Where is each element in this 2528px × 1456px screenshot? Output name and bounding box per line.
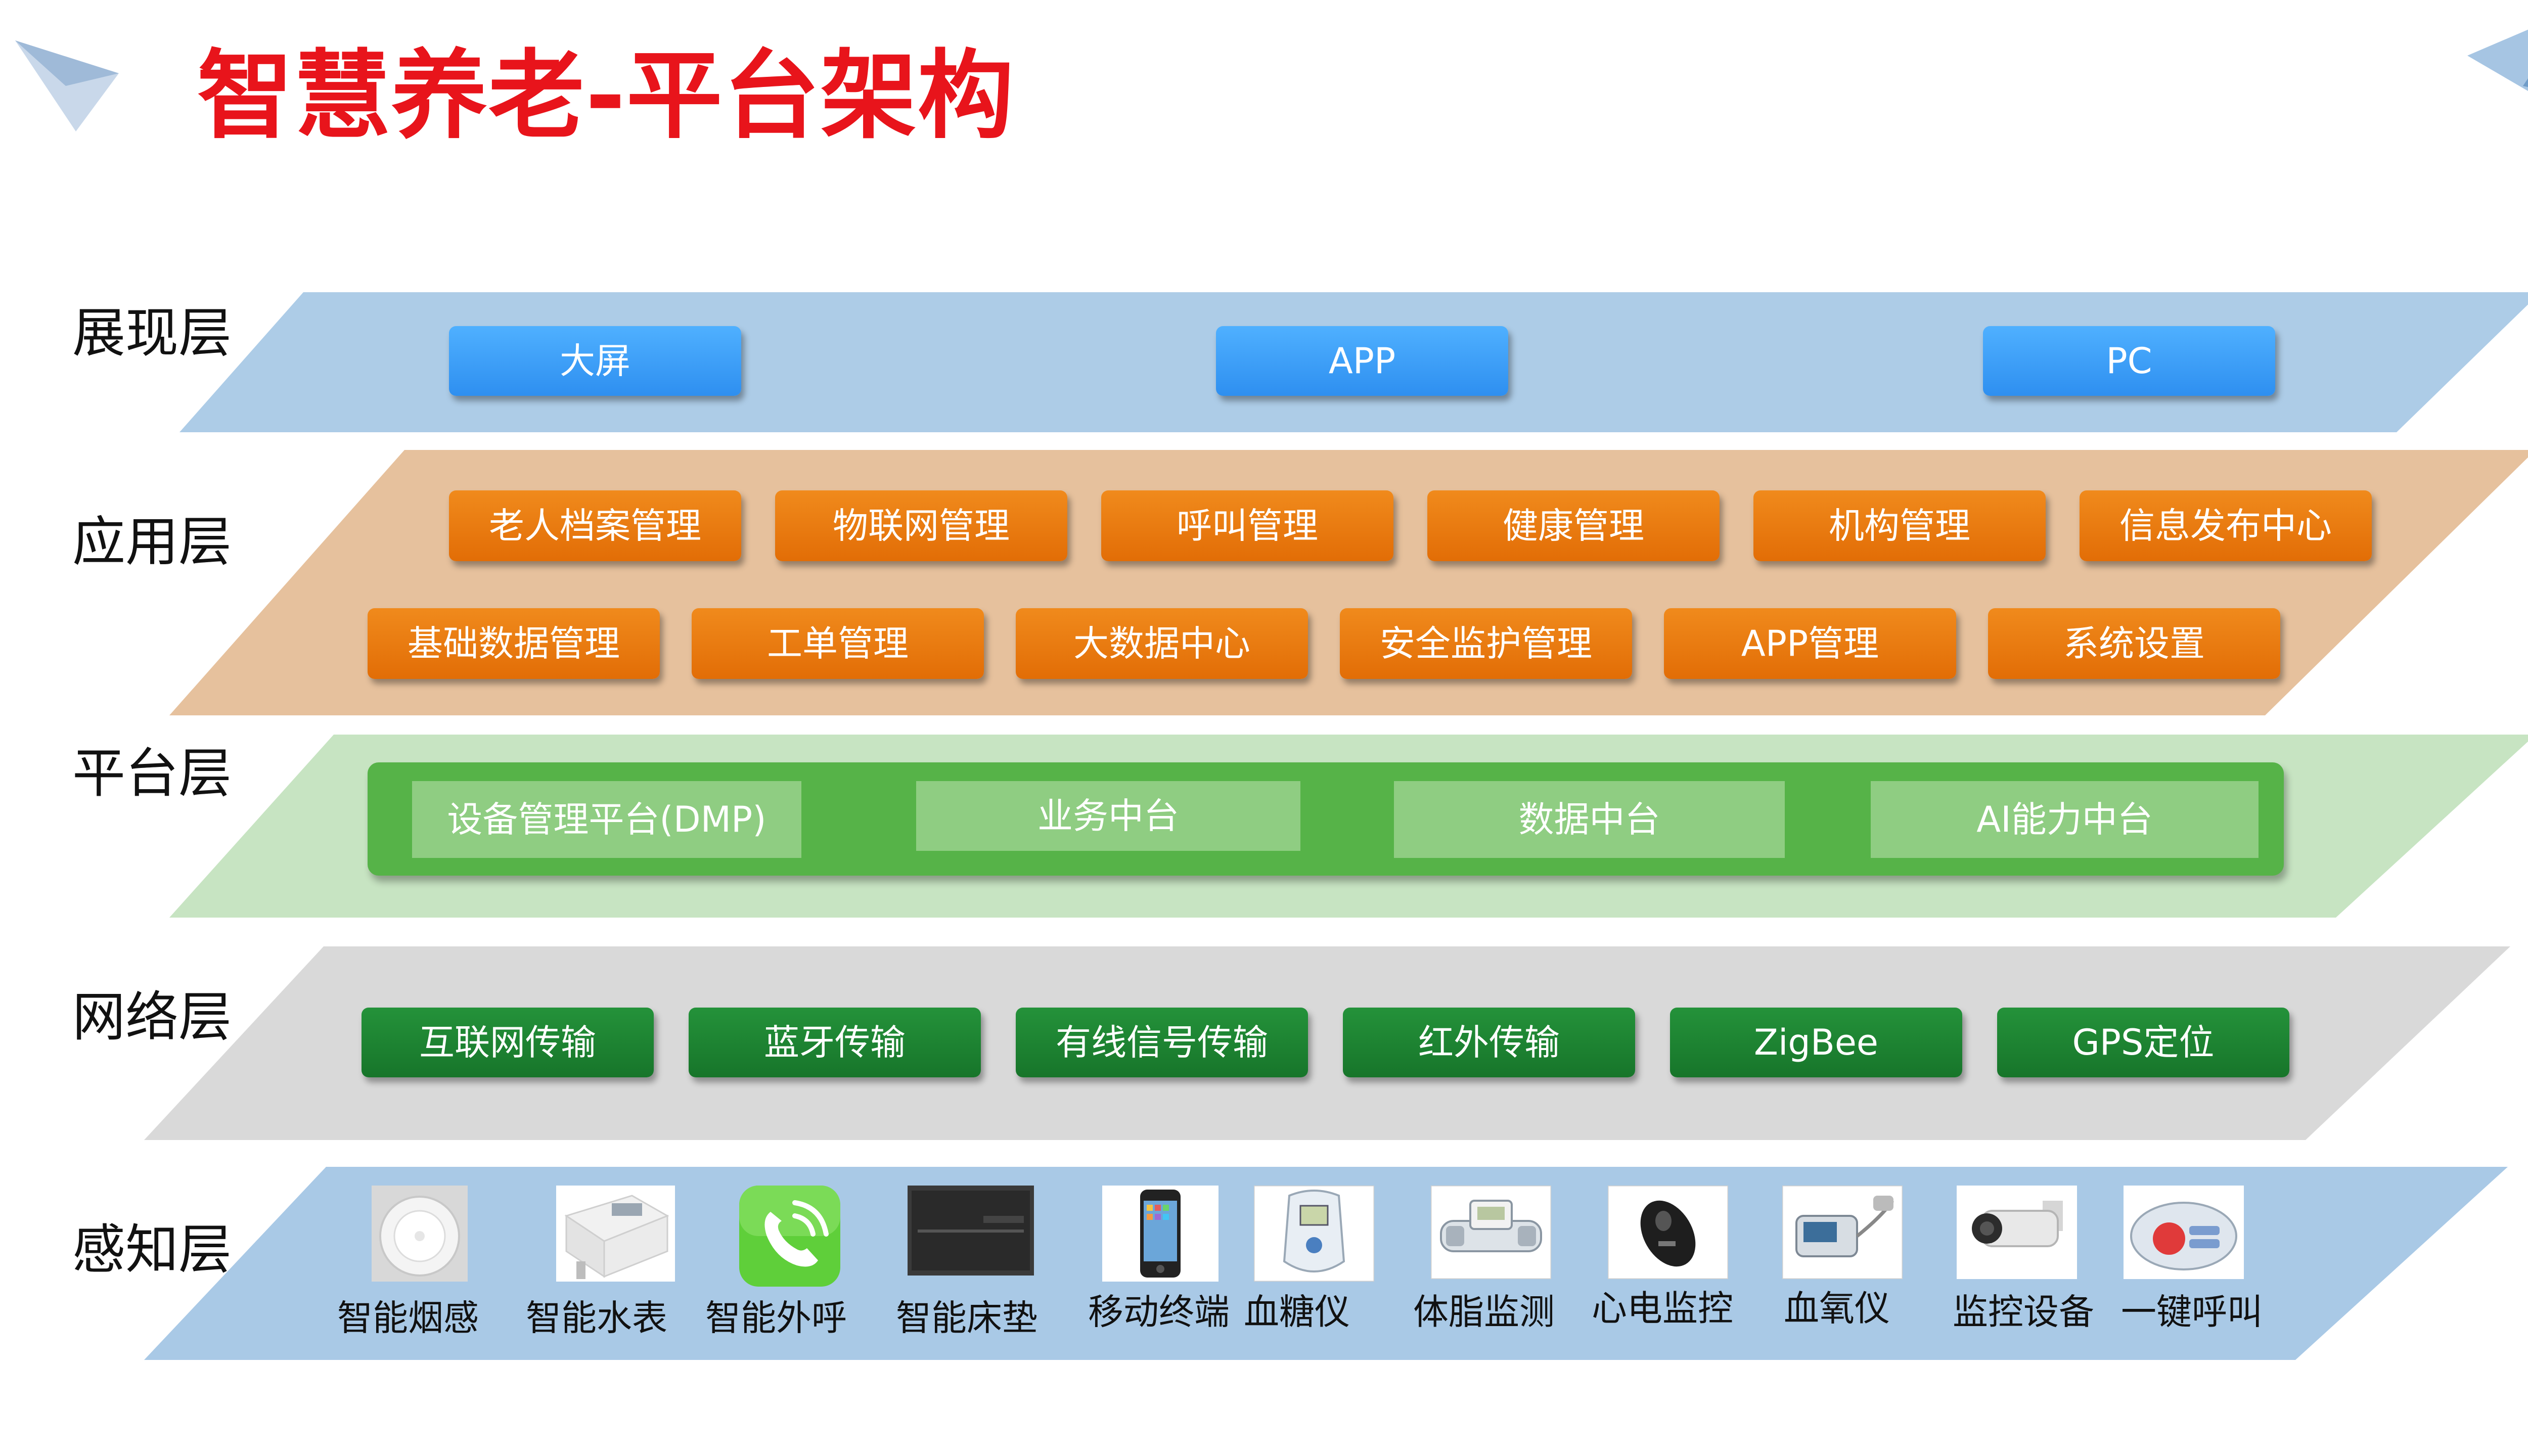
call-button-icon — [2124, 1186, 2244, 1279]
network-item-gps[interactable]: GPS定位 — [1997, 1008, 2289, 1077]
layer-label-network: 网络层 — [72, 986, 232, 1048]
app-item-big-data-center[interactable]: 大数据中心 — [1016, 608, 1308, 679]
ecg-monitor-icon — [1608, 1186, 1728, 1279]
platform-item-ai-center[interactable]: AI能力中台 — [1871, 781, 2259, 858]
device-label-call-button: 一键呼叫 — [2121, 1291, 2263, 1333]
network-item-wired[interactable]: 有线信号传输 — [1016, 1008, 1308, 1077]
body-fat-scale-icon — [1431, 1186, 1551, 1279]
device-label-camera: 监控设备 — [1953, 1291, 2094, 1333]
display-item-app[interactable]: APP — [1216, 326, 1508, 396]
water-meter-icon — [556, 1186, 675, 1282]
network-item-bluetooth[interactable]: 蓝牙传输 — [689, 1008, 981, 1077]
device-label-mattress: 智能床垫 — [896, 1297, 1037, 1339]
platform-item-data-center[interactable]: 数据中台 — [1394, 781, 1785, 858]
device-label-mobile: 移动终端 — [1088, 1291, 1230, 1333]
smoke-detector-icon — [372, 1186, 468, 1282]
app-item-call-management[interactable]: 呼叫管理 — [1101, 490, 1393, 561]
device-label-phone-call: 智能外呼 — [705, 1297, 847, 1339]
device-label-ecg: 心电监控 — [1592, 1288, 1733, 1329]
layer-label-sensing: 感知层 — [72, 1219, 232, 1281]
mobile-phone-icon — [1102, 1186, 1218, 1282]
layer-label-application: 应用层 — [72, 511, 232, 573]
layer-label-platform: 平台层 — [72, 743, 232, 804]
phone-call-icon — [739, 1186, 840, 1287]
platform-item-business-center[interactable]: 业务中台 — [916, 781, 1300, 851]
security-camera-icon — [1957, 1186, 2077, 1279]
app-item-iot-management[interactable]: 物联网管理 — [775, 490, 1067, 561]
display-item-big-screen[interactable]: 大屏 — [449, 326, 741, 396]
device-label-smoke: 智能烟感 — [337, 1297, 479, 1339]
app-item-institution-management[interactable]: 机构管理 — [1753, 490, 2046, 561]
mattress-icon — [908, 1186, 1034, 1276]
oximeter-icon — [1782, 1186, 1903, 1279]
glucose-meter-icon — [1254, 1186, 1374, 1282]
network-layer-band — [144, 946, 2510, 1140]
device-label-body-fat: 体脂监测 — [1413, 1291, 1555, 1333]
app-item-work-order[interactable]: 工单管理 — [692, 608, 984, 679]
paper-plane-decoration-right — [2467, 29, 2528, 91]
device-label-glucose: 血糖仪 — [1244, 1291, 1350, 1333]
device-label-water-meter: 智能水表 — [526, 1297, 667, 1339]
paper-plane-decoration-left — [15, 40, 119, 131]
layer-label-display: 展现层 — [72, 302, 232, 364]
display-item-pc[interactable]: PC — [1983, 326, 2275, 396]
app-item-safety-monitoring[interactable]: 安全监护管理 — [1340, 608, 1632, 679]
app-item-health-management[interactable]: 健康管理 — [1427, 490, 1720, 561]
app-item-system-settings[interactable]: 系统设置 — [1988, 608, 2280, 679]
app-item-app-management[interactable]: APP管理 — [1664, 608, 1956, 679]
network-item-infrared[interactable]: 红外传输 — [1343, 1008, 1635, 1077]
network-item-zigbee[interactable]: ZigBee — [1670, 1008, 1962, 1077]
app-item-elderly-records[interactable]: 老人档案管理 — [449, 490, 741, 561]
page-title: 智慧养老-平台架构 — [197, 40, 1015, 152]
network-item-internet[interactable]: 互联网传输 — [362, 1008, 654, 1077]
app-item-basic-data[interactable]: 基础数据管理 — [368, 608, 660, 679]
app-item-info-publish-center[interactable]: 信息发布中心 — [2080, 490, 2372, 561]
device-label-oximeter: 血氧仪 — [1784, 1288, 1890, 1329]
platform-item-dmp[interactable]: 设备管理平台(DMP) — [412, 781, 801, 858]
